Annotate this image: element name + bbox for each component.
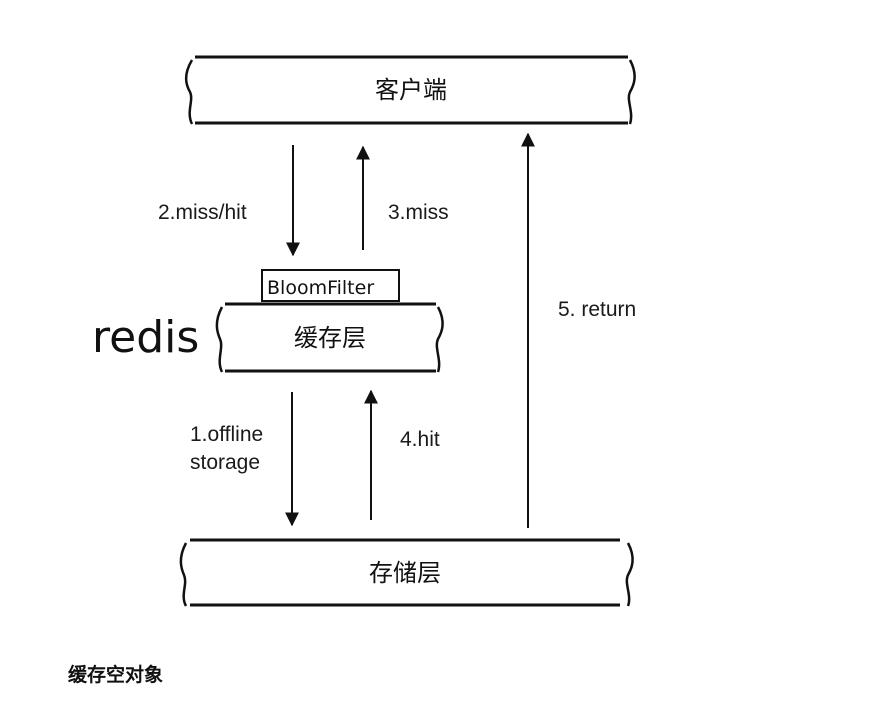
arrow-miss-hit-label: 2.miss/hit	[158, 201, 247, 224]
arrow-miss-label: 3.miss	[388, 201, 449, 224]
storage-box: 存储层	[179, 538, 634, 607]
storage-box-label: 存储层	[369, 559, 441, 587]
arrow-return-label: 5. return	[558, 298, 636, 321]
arrow-return: 5. return	[521, 132, 636, 528]
client-box: 客户端	[184, 55, 636, 125]
arrow-miss-hit: 2.miss/hit	[158, 145, 300, 257]
arrow-offline-label-line1: 1.offline	[190, 423, 263, 446]
cache-box: 缓存层	[215, 302, 444, 373]
cache-architecture-diagram: 客户端 2.miss/hit 3.miss BloomFilter redis …	[92, 55, 636, 607]
cache-box-label: 缓存层	[294, 324, 366, 352]
client-box-label: 客户端	[375, 76, 447, 104]
bloom-filter-label: BloomFilter	[267, 277, 374, 299]
redis-label: redis	[92, 312, 199, 363]
caption: 缓存空对象	[68, 664, 164, 686]
arrow-miss: 3.miss	[356, 145, 449, 250]
arrow-hit: 4.hit	[364, 389, 440, 520]
arrow-offline-label-line2: storage	[190, 451, 260, 474]
arrow-offline-storage: 1.offline storage	[190, 392, 299, 527]
arrow-hit-label: 4.hit	[400, 428, 440, 451]
bloom-filter-box: BloomFilter	[261, 269, 400, 302]
